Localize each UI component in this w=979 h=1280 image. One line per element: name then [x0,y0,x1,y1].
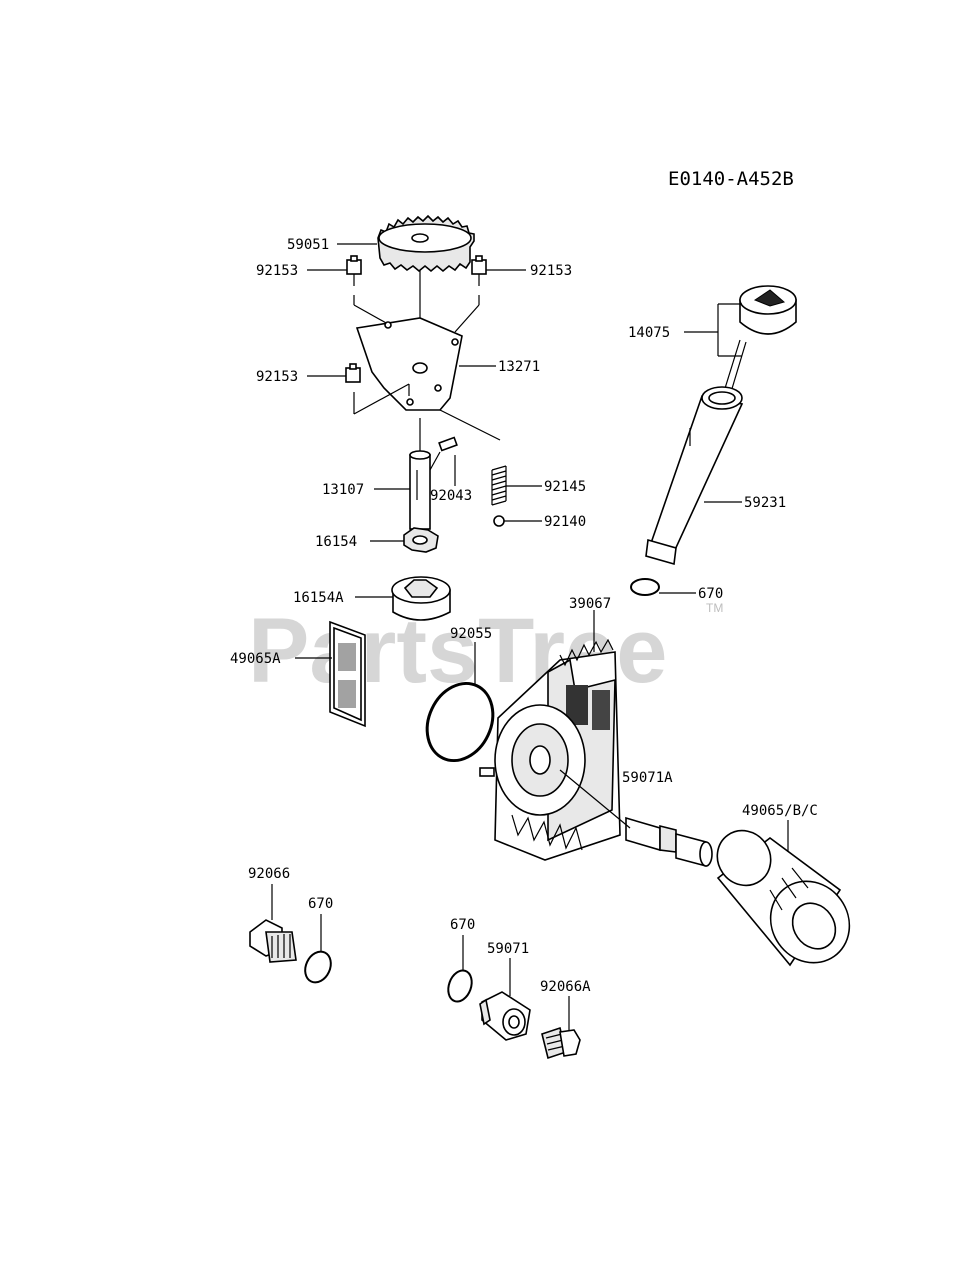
plug-92066A[interactable] [541,1026,581,1060]
label-92140: 92140 [544,514,586,530]
label-49065A: 49065A [230,651,281,667]
label-13271: 13271 [498,359,540,375]
shaft-13107[interactable] [409,450,431,530]
bolt-92153-lower[interactable] [345,363,361,383]
drain-plug-92066[interactable] [249,919,297,963]
label-13107: 13107 [322,482,364,498]
label-670-left: 670 [308,896,333,912]
label-16154A: 16154A [293,590,344,606]
watermark-trademark: TM [706,601,723,615]
bolt-92153-left[interactable] [346,255,362,286]
label-92055: 92055 [450,626,492,642]
oil-cooler-39067[interactable] [479,638,621,861]
label-59071A: 59071A [622,770,673,786]
label-92066A: 92066A [540,979,591,995]
label-92153-right: 92153 [530,263,572,279]
label-14075: 14075 [628,325,670,341]
oring-92055[interactable] [415,673,505,772]
oil-fill-tube-59231[interactable] [645,386,744,566]
label-59051: 59051 [287,237,329,253]
bolt-92153-right[interactable] [471,255,487,286]
label-670-middle: 670 [450,917,475,933]
label-92145: 92145 [544,479,586,495]
label-92043: 92043 [430,488,472,504]
outer-rotor-16154A[interactable] [391,576,451,621]
label-59071: 59071 [487,941,529,957]
label-59231: 59231 [744,495,786,511]
fitting-59071[interactable] [479,991,531,1041]
label-49065BC: 49065/B/C [742,803,818,819]
oil-filter-49065BC[interactable] [707,820,866,978]
dipstick-14075[interactable] [721,285,797,403]
oring-670-middle[interactable] [444,967,476,1005]
inner-rotor-16154[interactable] [403,527,439,553]
ball-92140[interactable] [493,515,505,527]
pin-92043[interactable] [438,436,458,452]
diagram-code: E0140-A452B [668,168,794,190]
gear-59051[interactable] [377,214,475,273]
oring-670-tube[interactable] [630,578,660,596]
label-92153-lower: 92153 [256,369,298,385]
label-92153-left: 92153 [256,263,298,279]
oring-670-left[interactable] [300,947,335,986]
label-92066: 92066 [248,866,290,882]
spring-92145[interactable] [491,465,507,506]
label-39067: 39067 [569,596,611,612]
label-670-tube: 670 [698,586,723,602]
fitting-59071A[interactable] [625,816,713,867]
label-16154: 16154 [315,534,357,550]
cover-plate-13271[interactable] [355,317,463,411]
oil-screen-49065A[interactable] [329,620,366,728]
